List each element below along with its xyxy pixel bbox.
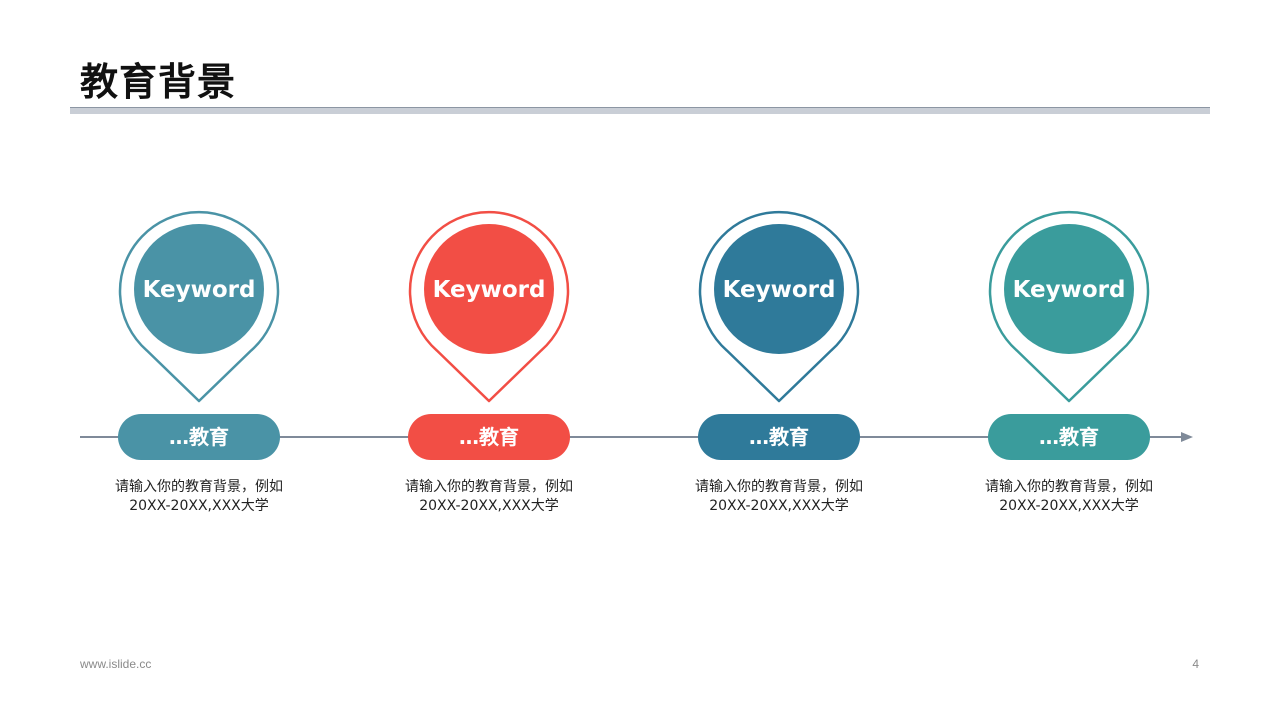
education-pill-label: …教育 [749,425,809,449]
keyword-label: Keyword [723,277,836,303]
education-pill[interactable] [698,414,860,460]
education-pill[interactable] [408,414,570,460]
education-description-3: 请输入你的教育背景，例如 20XX-20XX,XXX大学 [669,478,889,516]
footer-url[interactable]: www.islide.cc [80,657,152,671]
page-number: 4 [1192,657,1199,671]
education-description-4: 请输入你的教育背景，例如 20XX-20XX,XXX大学 [959,478,1179,516]
description-line: 20XX-20XX,XXX大学 [999,498,1139,514]
keyword-label: Keyword [143,277,256,303]
keyword-circle[interactable] [1004,224,1134,354]
milestone-1: Keyword …教育 [118,210,280,460]
description-line: 请输入你的教育背景，例如 [985,479,1153,495]
description-line: 20XX-20XX,XXX大学 [709,498,849,514]
education-description-1: 请输入你的教育背景，例如 20XX-20XX,XXX大学 [89,478,309,516]
description-line: 请输入你的教育背景，例如 [115,479,283,495]
keyword-label: Keyword [1013,277,1126,303]
keyword-circle[interactable] [714,224,844,354]
milestone-3: Keyword …教育 [698,210,860,460]
education-pill[interactable] [988,414,1150,460]
education-description-2: 请输入你的教育背景，例如 20XX-20XX,XXX大学 [379,478,599,516]
description-line: 20XX-20XX,XXX大学 [129,498,269,514]
education-pill-label: …教育 [169,425,229,449]
keyword-circle[interactable] [134,224,264,354]
title-divider [70,107,1210,114]
keyword-circle[interactable] [424,224,554,354]
milestone-4: Keyword …教育 [988,210,1150,460]
description-line: 20XX-20XX,XXX大学 [419,498,559,514]
description-line: 请输入你的教育背景，例如 [695,479,863,495]
keyword-label: Keyword [433,277,546,303]
description-line: 请输入你的教育背景，例如 [405,479,573,495]
education-pill-label: …教育 [459,425,519,449]
education-pill-label: …教育 [1039,425,1099,449]
education-pill[interactable] [118,414,280,460]
milestone-2: Keyword …教育 [408,210,570,460]
timeline-arrow-icon [1181,432,1193,442]
page-title: 教育背景 [80,60,237,104]
